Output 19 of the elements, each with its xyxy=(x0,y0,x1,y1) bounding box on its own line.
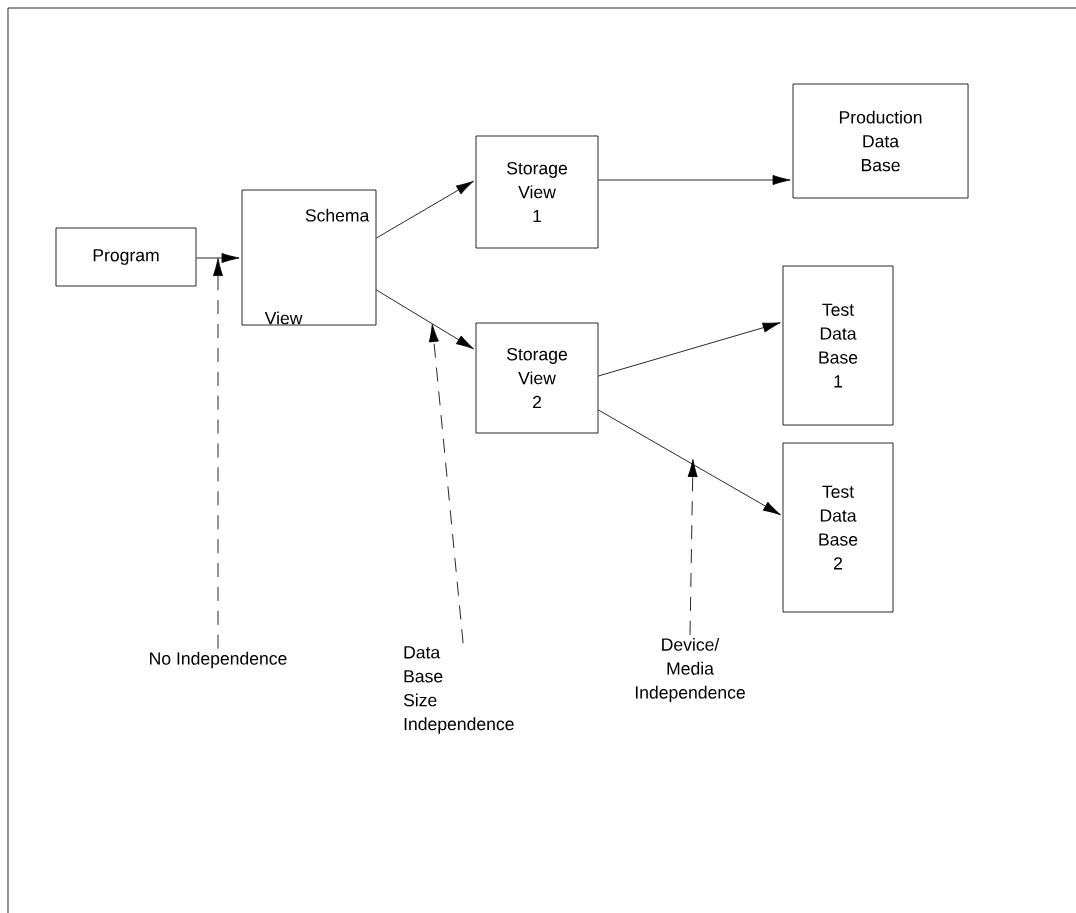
box: Test Data Base 1 xyxy=(782,265,894,426)
arrow xyxy=(598,322,781,377)
box: Program xyxy=(55,227,197,287)
arrow xyxy=(598,409,781,516)
leader-line xyxy=(213,258,223,650)
annotation-text: Device/ Media Independence xyxy=(635,637,745,703)
box: Storage View 1 xyxy=(475,135,599,249)
annotation-text: Data Base Size Independence xyxy=(403,646,514,734)
leader-line xyxy=(687,459,698,636)
leader-line xyxy=(428,324,464,644)
box: Test Data Base 2 xyxy=(782,442,894,613)
arrow xyxy=(598,175,791,185)
annotation-text: No Independence xyxy=(150,651,287,669)
arrow xyxy=(376,180,474,239)
box: Storage View 2 xyxy=(475,322,599,434)
arrow xyxy=(376,289,474,350)
box: Schema View xyxy=(241,189,377,326)
arrow xyxy=(196,253,240,263)
box: Production Data Base xyxy=(792,83,969,199)
